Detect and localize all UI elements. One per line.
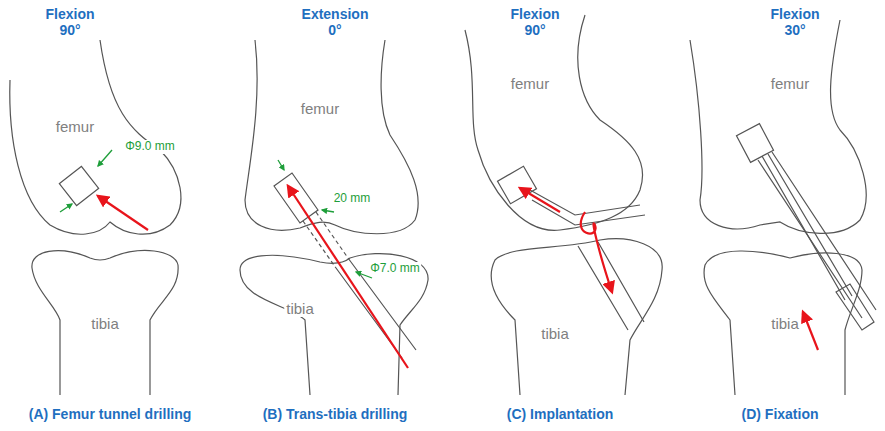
dimension-label: Φ7.0 mm (369, 262, 421, 276)
panel-caption: (A) Femur tunnel drilling (29, 406, 192, 422)
bone-name: tibia (284, 300, 316, 317)
dim-arrow (322, 210, 334, 212)
view-header: Flexion 90° (37, 6, 103, 38)
bone-name: tibia (89, 315, 121, 332)
tibia-outline (32, 251, 178, 395)
graft-loop (581, 212, 612, 292)
dimension-label: 20 mm (333, 192, 372, 206)
graft (530, 190, 645, 225)
bone-name: femur (299, 100, 341, 117)
dim-arrow (278, 160, 284, 170)
dim-arrow (60, 204, 72, 212)
tunnel-walls (758, 152, 876, 318)
view-header: Flexion 90° (502, 6, 568, 38)
view-header: Flexion 30° (762, 6, 828, 38)
tibia-outline (240, 254, 428, 395)
graft (762, 154, 852, 300)
bone-name: femur (54, 118, 96, 135)
femur-outline (245, 40, 418, 234)
femoral-tunnel (736, 124, 773, 163)
femur-outline (465, 15, 643, 230)
bone-name: tibia (539, 325, 571, 342)
drill-arrow (98, 196, 148, 230)
femoral-tunnel (498, 166, 537, 204)
femoral-tunnel (59, 166, 98, 205)
bone-name: femur (769, 75, 811, 92)
panel-caption: (B) Trans-tibia drilling (263, 406, 408, 422)
screw-arrow (803, 312, 818, 350)
interference-screw (836, 284, 874, 330)
tibia-outline (491, 239, 662, 395)
femur-outline (690, 20, 866, 233)
dimension-label: Φ9.0 mm (124, 140, 176, 154)
bone-name: tibia (769, 315, 801, 332)
panel-caption: (C) Implantation (507, 406, 614, 422)
drill-arrow (288, 186, 408, 368)
pull-arrow (520, 188, 560, 212)
dim-arrow (98, 150, 112, 166)
panel-caption: (D) Fixation (742, 406, 819, 422)
femur-outline (10, 40, 181, 234)
bone-name: femur (509, 75, 551, 92)
view-header: Extension 0° (295, 6, 375, 38)
